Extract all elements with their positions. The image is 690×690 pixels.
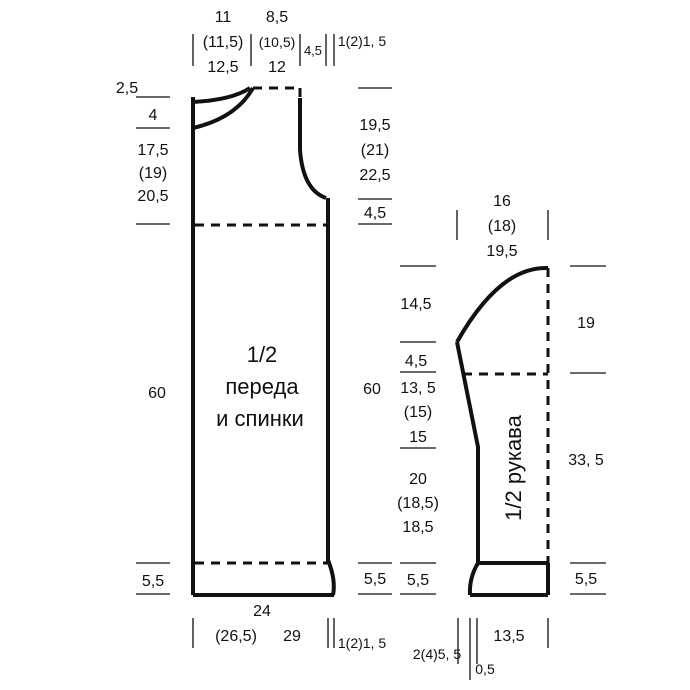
body-piece xyxy=(191,86,336,597)
sleeve-left-ticks xyxy=(400,265,436,595)
body-hem-curve xyxy=(326,559,336,596)
sleeve-labels: 16 (18) 19,5 14,5 4,5 13, 5 (15) 15 20 (… xyxy=(397,193,604,677)
sleeve-left-v4-line3: 18,5 xyxy=(402,519,433,536)
neck-a-line2: (11,5) xyxy=(203,34,244,51)
right-v1-line1: 19,5 xyxy=(359,117,390,134)
body-bottom-ticks xyxy=(192,618,335,648)
sleeve-right-v2: 33, 5 xyxy=(568,452,604,469)
body-title-line3: и спинки xyxy=(216,406,304,431)
neck-b-line1: 8,5 xyxy=(266,9,288,26)
body-armhole xyxy=(298,98,327,200)
left-v3-line3: 20,5 xyxy=(137,188,168,205)
neck-a-line1: 11 xyxy=(215,9,232,26)
armhole-step-label: 1(2)1, 5 xyxy=(338,33,386,49)
right-v1-line2: (21) xyxy=(361,142,389,159)
bottom-width-line1: 24 xyxy=(253,603,271,620)
right-v1-line3: 22,5 xyxy=(359,167,390,184)
body-top-ticks xyxy=(192,34,335,66)
left-v1: 2,5 xyxy=(116,80,138,97)
neck-b-line3: 12 xyxy=(268,59,286,76)
shoulder-label: 4,5 xyxy=(304,43,322,58)
left-v3-line2: (19) xyxy=(139,165,167,182)
body-right-ticks xyxy=(358,87,392,595)
sleeve-left-v5: 5,5 xyxy=(407,572,429,589)
neck-b-line2: (10,5) xyxy=(259,34,296,50)
sleeve-bottom-step: 2(4)5, 5 xyxy=(413,646,461,662)
bottom-width-line3: 29 xyxy=(283,628,301,645)
sleeve-cap-curve xyxy=(455,265,549,343)
sleeve-left-v3-line1: 13, 5 xyxy=(400,380,436,397)
neck-a-line3: 12,5 xyxy=(207,59,238,76)
sleeve-top-line2: (18) xyxy=(488,218,516,235)
left-v3-line1: 17,5 xyxy=(137,142,168,159)
left-v4: 60 xyxy=(148,385,166,402)
sleeve-left-v2: 4,5 xyxy=(405,353,427,370)
sleeve-right-v1: 19 xyxy=(577,315,595,332)
sleeve-top-line1: 16 xyxy=(493,193,511,210)
sleeve-piece xyxy=(455,265,550,597)
sleeve-cuff-curve xyxy=(467,561,480,596)
body-title-line1: 1/2 xyxy=(247,342,278,367)
sleeve-right-ticks xyxy=(570,265,606,595)
sleeve-left-v4-line1: 20 xyxy=(409,471,427,488)
left-v2: 4 xyxy=(149,107,158,124)
sleeve-title: 1/2 рукава xyxy=(501,414,526,520)
sleeve-bottom-ticks xyxy=(457,618,549,680)
sleeve-left-v3-line3: 15 xyxy=(409,429,427,446)
sleeve-left-v1: 14,5 xyxy=(400,296,431,313)
sleeve-top-ticks xyxy=(456,210,549,240)
body-neckline-curve xyxy=(192,86,255,130)
sleeve-top-line3: 19,5 xyxy=(486,243,517,260)
sleeve-bottom-small: 0,5 xyxy=(475,661,495,677)
right-v2: 4,5 xyxy=(364,205,386,222)
sleeve-left-v4-line2: (18,5) xyxy=(397,495,439,512)
body-back-neckline xyxy=(192,86,252,104)
body-title-line2: переда xyxy=(225,374,299,399)
right-v3: 60 xyxy=(363,381,381,398)
body-left-ticks xyxy=(136,96,170,595)
bottom-step-label: 1(2)1, 5 xyxy=(338,635,386,651)
sleeve-bottom-width: 13,5 xyxy=(493,628,524,645)
sleeve-right-v3: 5,5 xyxy=(575,571,597,588)
body-labels: 11 (11,5) 12,5 8,5 (10,5) 12 4,5 1(2)1, … xyxy=(116,9,391,651)
bottom-width-line2: (26,5) xyxy=(215,628,257,645)
right-v4: 5,5 xyxy=(364,571,386,588)
sleeve-left-edge xyxy=(455,341,480,563)
left-v5: 5,5 xyxy=(142,573,164,590)
sleeve-left-v3-line2: (15) xyxy=(404,404,432,421)
